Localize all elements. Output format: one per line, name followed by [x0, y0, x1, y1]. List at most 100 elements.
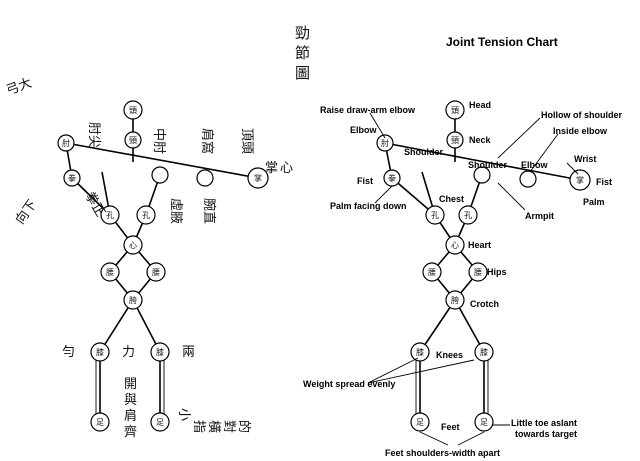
- cn-annot-a2: 心: [280, 161, 293, 176]
- left-hip-joint-r: [146, 262, 166, 282]
- left-palm-joint-char: 掌: [254, 173, 262, 183]
- cn-title-char-2: 節: [295, 44, 310, 62]
- label-elbow-right: Elbow: [521, 160, 548, 170]
- right-elbow-joint: [376, 134, 394, 152]
- left-chest-joint-r: [136, 205, 156, 225]
- label-hips: Hips: [487, 267, 507, 277]
- left-elbow-joint: [57, 134, 75, 152]
- cn-annot-l5: 與: [124, 393, 137, 408]
- right-knee-joint-l: [410, 342, 430, 362]
- left-knee-joint-r: [150, 342, 170, 362]
- left-hip-l-char: 腰: [106, 268, 114, 277]
- left-neck-joint: [124, 131, 142, 149]
- left-inside-elbow-joint: [196, 169, 214, 187]
- left-heart-joint: [123, 235, 143, 255]
- left-fist-joint-char: 拳: [68, 173, 76, 183]
- label-raise-elbow: Raise draw-arm elbow: [320, 105, 416, 115]
- label-crotch: Crotch: [470, 299, 499, 309]
- left-foot-l-char: 足: [96, 418, 104, 427]
- right-chest-joint-r: [458, 205, 478, 225]
- left-neck-joint-char: 頸: [129, 136, 137, 145]
- cn-annot-l3: 兩: [182, 345, 195, 360]
- label-feet: Feet: [441, 422, 460, 432]
- cn-annot-s6: 虛腋: [168, 198, 183, 224]
- label-palm-facing-down: Palm facing down: [330, 201, 407, 211]
- label-elbow-left: Elbow: [350, 125, 377, 135]
- right-neck-joint: [446, 131, 464, 149]
- label-shoulder-left: Shoulder: [404, 147, 443, 157]
- cn-annot-l1: 勻: [62, 345, 75, 360]
- label-inside-elbow: Inside elbow: [553, 126, 608, 136]
- right-hip-joint-r: [468, 262, 488, 282]
- left-shoulder-joint: [151, 166, 169, 184]
- left-chest-r-char: 孔: [142, 211, 150, 220]
- cn-annot-l4: 開: [124, 377, 137, 392]
- right-heart-char: 心: [451, 241, 459, 250]
- cn-annot-s3: 中肘: [151, 128, 166, 154]
- label-head: Head: [469, 100, 491, 110]
- cn-annot-s10: 向下: [12, 197, 40, 227]
- right-foot-r-char: 足: [480, 418, 488, 427]
- left-head-joint: [123, 100, 143, 120]
- label-wrist: Wrist: [574, 154, 596, 164]
- right-chest-joint-l: [425, 205, 445, 225]
- cn-annot-s1: 肘尖: [86, 122, 101, 148]
- left-chest-l-char: 孔: [106, 211, 114, 220]
- left-fist-joint: [63, 169, 81, 187]
- label-hollow-shoulder: Hollow of shoulder: [541, 110, 622, 120]
- cn-annot-s5: 頂頭: [239, 128, 254, 154]
- cn-annot-l11: 對: [221, 420, 236, 433]
- left-chest-joint-l: [100, 205, 120, 225]
- left-palm-joint: [247, 167, 269, 189]
- left-crotch-char: 胯: [129, 295, 137, 305]
- left-hip-r-char: 腰: [152, 268, 160, 277]
- left-hip-joint-l: [100, 262, 120, 282]
- label-neck: Neck: [469, 135, 492, 145]
- right-palm-joint: [569, 169, 591, 191]
- cn-annot-a1: 掌: [265, 161, 278, 176]
- label-weight-spread: Weight spread evenly: [303, 379, 395, 389]
- cn-annot-l7: 齊: [124, 425, 137, 440]
- left-annotations: 弓大 向下 拳正 肘尖 中肘 虛腋 肩窩 腕直 頂頭 掌 心 勻 力 兩 開 與…: [4, 76, 293, 440]
- right-foot-l-char: 足: [416, 418, 424, 427]
- cn-annot-l10: 橫: [206, 420, 221, 433]
- label-armpit: Armpit: [525, 211, 554, 221]
- left-figure: 勁 節 圖 頭 頸 肘 拳 掌 孔: [4, 24, 310, 440]
- label-feet-apart: Feet shoulders-width apart: [385, 448, 500, 458]
- right-fist-joint-char: 拳: [388, 173, 396, 183]
- right-elbow-joint-char: 肘: [381, 139, 389, 148]
- left-crotch-joint: [123, 290, 143, 310]
- right-foot-joint-l: [410, 412, 430, 432]
- left-head-joint-char: 頭: [129, 106, 137, 115]
- left-knee-joint-l: [90, 342, 110, 362]
- label-fist-right: Fist: [596, 177, 612, 187]
- label-fist-left: Fist: [357, 176, 373, 186]
- right-chest-l-char: 孔: [431, 211, 439, 220]
- right-heart-joint: [445, 235, 465, 255]
- label-shoulder-right: Shoulder: [468, 160, 507, 170]
- right-hip-joint-l: [422, 262, 442, 282]
- right-chest-r-char: 孔: [464, 211, 472, 220]
- left-heart-char: 心: [129, 241, 137, 250]
- label-palm: Palm: [583, 197, 605, 207]
- cn-annot-s4: 肩窩: [199, 128, 215, 154]
- right-foot-joint-r: [474, 412, 494, 432]
- left-elbow-joint-char: 肘: [62, 139, 70, 148]
- left-foot-joint-r: [150, 412, 170, 432]
- cn-annot-l6: 肩: [124, 408, 137, 424]
- cn-annot-l9: 指: [191, 420, 206, 433]
- right-crotch-char: 胯: [451, 295, 459, 305]
- label-little-toe-1: Little toe aslant: [511, 418, 577, 428]
- right-knee-r-char: 膝: [480, 347, 488, 357]
- left-foot-joint-l: [90, 412, 110, 432]
- label-little-toe-2: towards target: [515, 429, 577, 439]
- chart-title: Joint Tension Chart: [446, 35, 558, 49]
- label-heart: Heart: [468, 240, 491, 250]
- right-knee-l-char: 膝: [416, 347, 424, 357]
- right-palm-joint-char: 掌: [576, 175, 584, 185]
- right-head-joint: [445, 100, 465, 120]
- left-foot-r-char: 足: [156, 418, 164, 427]
- cn-annot-s9: 腕直: [201, 198, 217, 224]
- cn-annot-l8: 小: [176, 408, 191, 421]
